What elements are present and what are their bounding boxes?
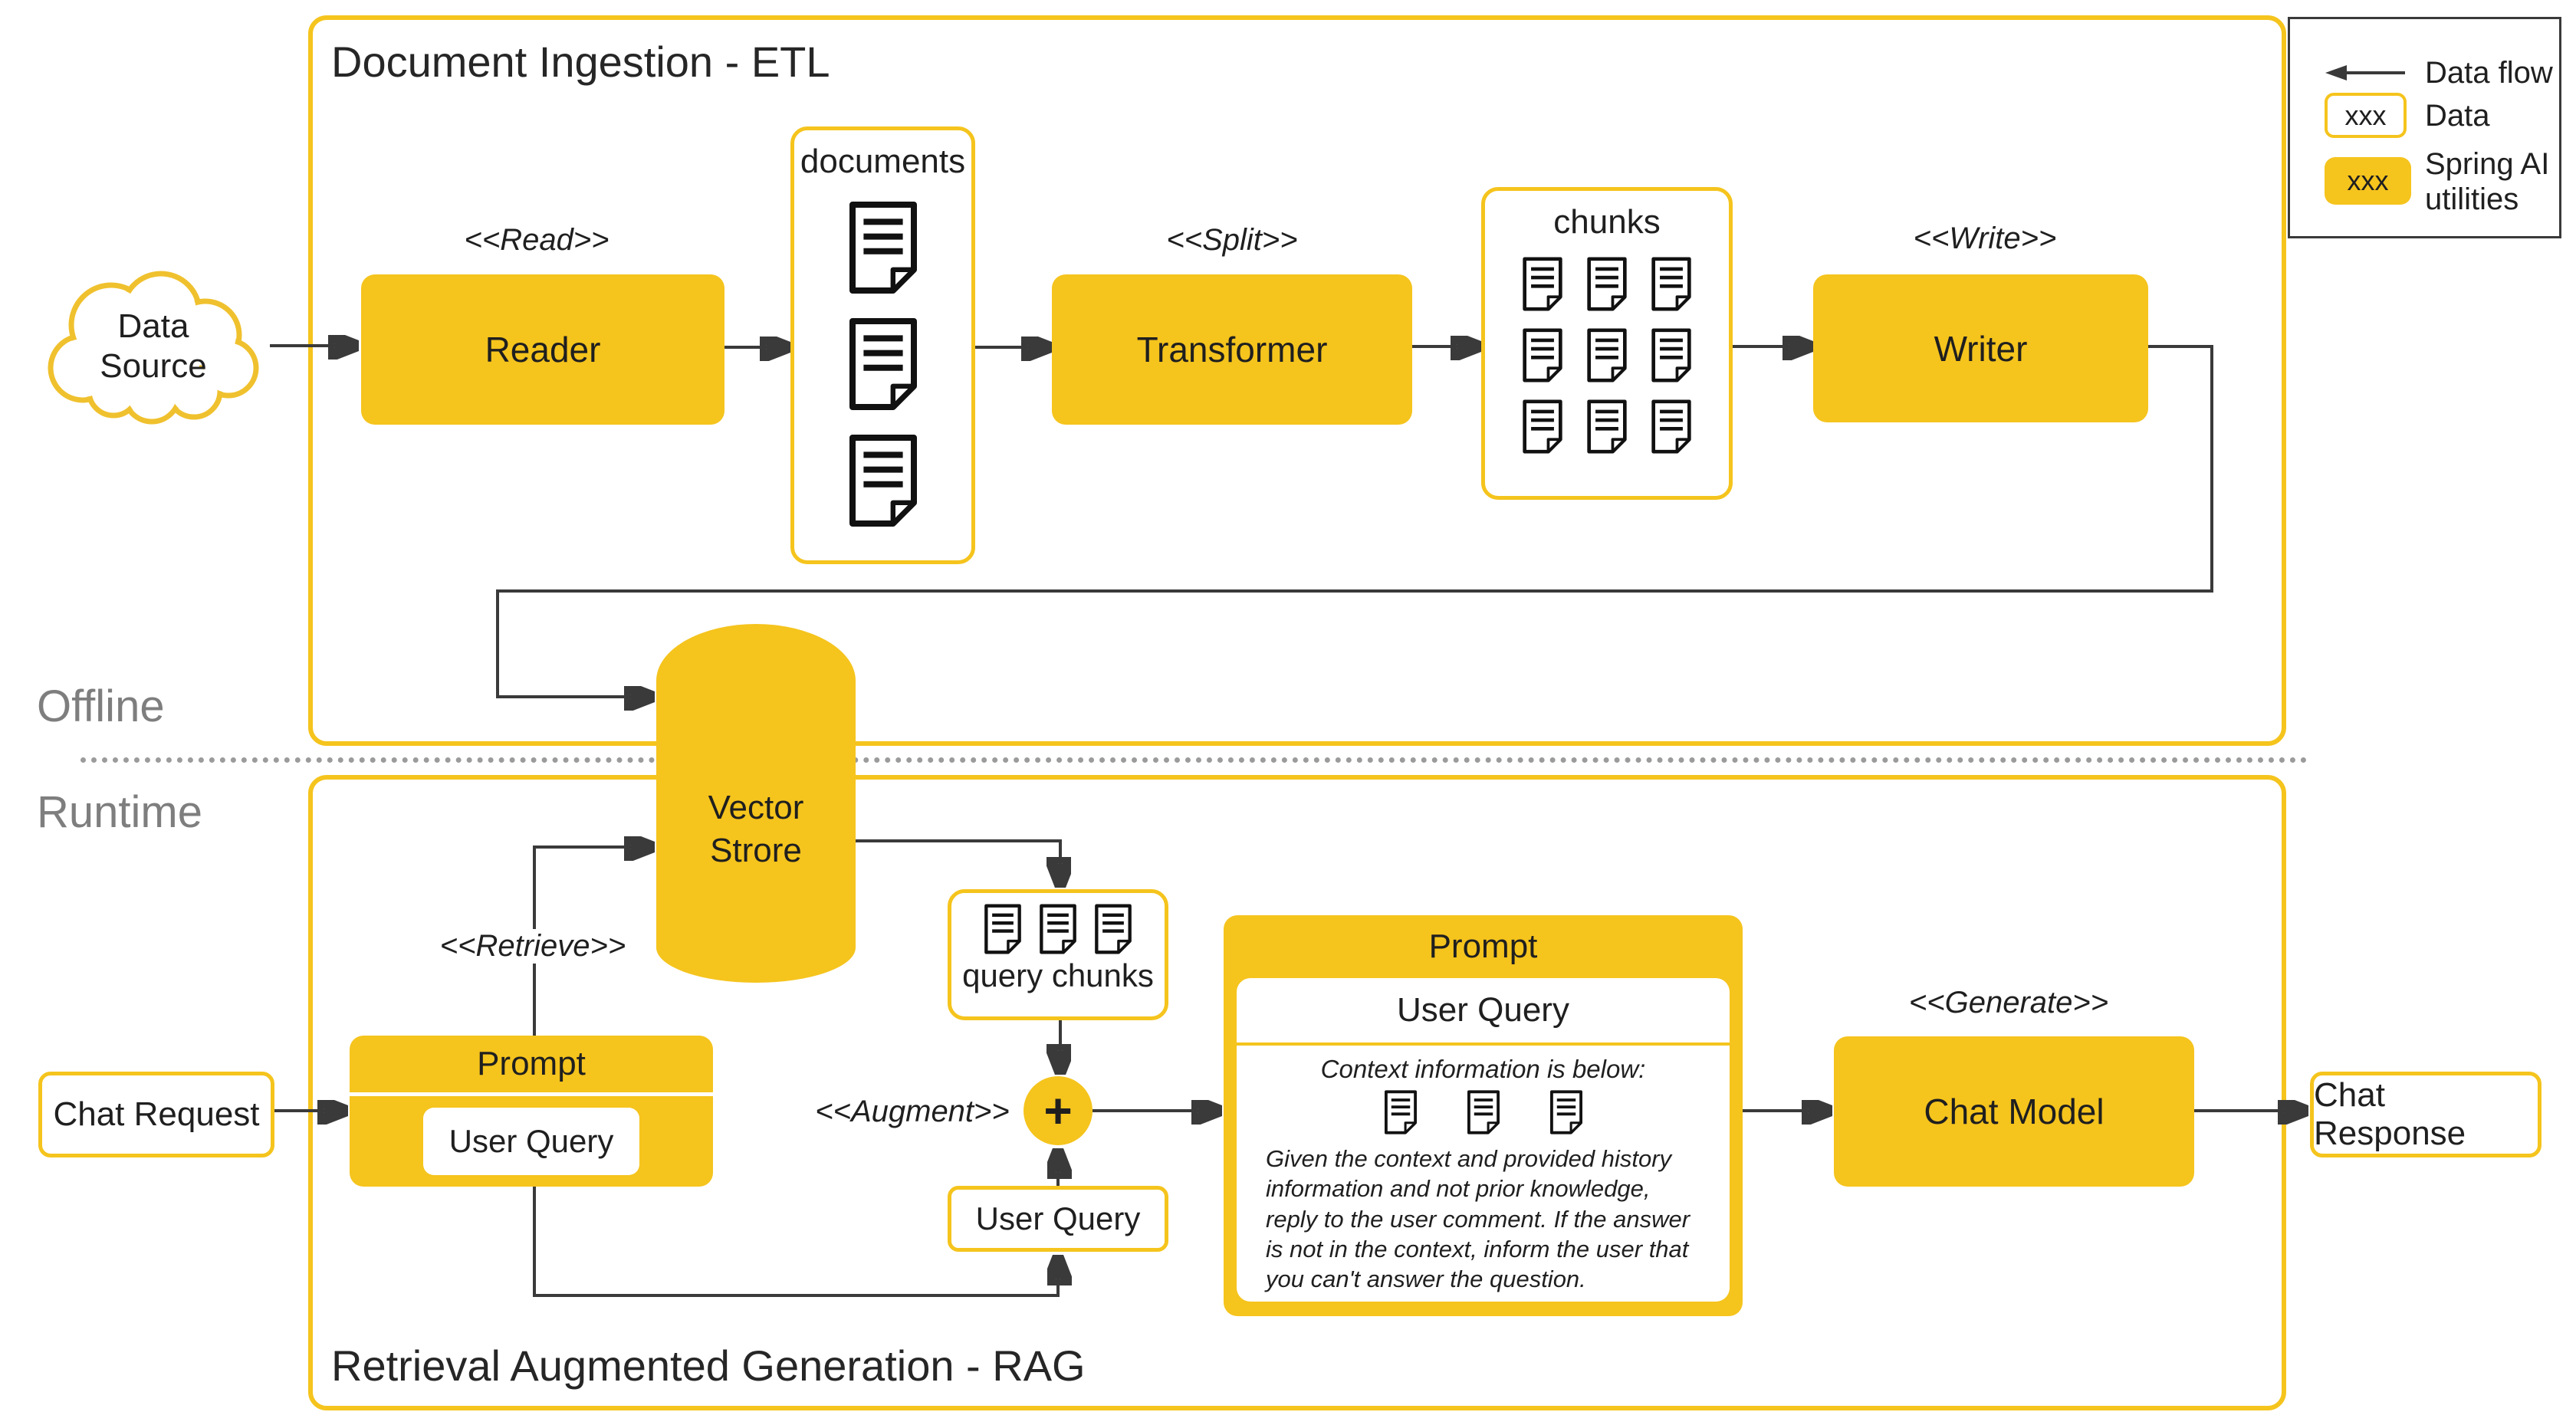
rag-title: Retrieval Augmented Generation - RAG	[331, 1341, 1086, 1390]
query-chunks-icons	[951, 904, 1165, 954]
documents-box: documents	[790, 126, 975, 564]
query-chunks-label: query chunks	[962, 957, 1154, 993]
big-prompt-context-heading: Context information is below:	[1320, 1055, 1646, 1083]
document-icon	[1467, 1090, 1500, 1134]
cloud-icon	[48, 271, 259, 425]
chat-request-box: Chat Request	[38, 1072, 274, 1157]
legend-data-sample: xxx	[2325, 93, 2407, 138]
big-prompt-box: Prompt User Query Context information is…	[1224, 915, 1743, 1316]
legend-spring-sample: xxx	[2325, 157, 2411, 205]
legend-spring-label: Spring AI utilities	[2425, 147, 2550, 216]
data-source-line2: Source	[100, 347, 207, 385]
vector-store-label-line1: Vector	[708, 789, 804, 826]
document-icon	[1521, 257, 1564, 311]
etl-container: Document Ingestion - ETL	[308, 15, 2286, 746]
retrieve-stereotype: <<Retrieve>>	[433, 929, 632, 964]
generate-stereotype: <<Generate>>	[1902, 986, 2115, 1020]
vector-store-label-line2: Strore	[710, 832, 802, 869]
big-prompt-user-query: User Query	[1237, 978, 1730, 1046]
runtime-section-label: Runtime	[37, 787, 202, 837]
split-stereotype: <<Split>>	[1160, 223, 1304, 258]
user-query-box: User Query	[948, 1186, 1168, 1252]
document-icon	[846, 434, 920, 527]
chat-model-box: Chat Model	[1834, 1036, 2194, 1187]
big-prompt-content: User Query Context information is below:…	[1237, 978, 1730, 1302]
big-prompt-context-icons	[1237, 1090, 1730, 1134]
big-prompt-title: Prompt	[1428, 928, 1538, 965]
data-source-line1: Data	[117, 307, 189, 345]
document-icon	[1521, 399, 1564, 454]
vector-store: Vector Strore	[656, 624, 856, 983]
offline-section-label: Offline	[37, 681, 165, 731]
offline-runtime-divider	[80, 757, 2308, 763]
reader-box: Reader	[361, 274, 724, 425]
document-icon	[1585, 328, 1628, 383]
document-icon	[1093, 904, 1133, 954]
legend: Data flow xxx Data xxx Spring AI utiliti…	[2288, 17, 2561, 238]
document-icon	[1650, 257, 1693, 311]
document-icon	[846, 201, 920, 294]
read-stereotype: <<Read>>	[458, 223, 616, 258]
document-icon	[1585, 399, 1628, 454]
document-icon	[1650, 328, 1693, 383]
legend-data-flow-label: Data flow	[2425, 56, 2553, 90]
transformer-box: Transformer	[1052, 274, 1412, 425]
write-stereotype: <<Write>>	[1907, 222, 2063, 256]
chunks-label: chunks	[1553, 203, 1661, 241]
document-icon	[1650, 399, 1693, 454]
document-icon	[1521, 328, 1564, 383]
document-icon	[983, 904, 1023, 954]
document-icon	[1038, 904, 1078, 954]
chunks-box: chunks	[1481, 187, 1733, 500]
document-icon	[1549, 1090, 1582, 1134]
documents-label: documents	[800, 143, 966, 180]
big-prompt-instructions: Given the context and provided history i…	[1266, 1145, 1691, 1293]
chunks-icons	[1485, 257, 1729, 454]
etl-title: Document Ingestion - ETL	[331, 38, 830, 86]
prompt-box-title: Prompt	[350, 1036, 713, 1096]
rag-container: Retrieval Augmented Generation - RAG	[308, 775, 2286, 1410]
data-flow-arrow-icon	[2325, 65, 2405, 80]
augment-plus-node: +	[1024, 1076, 1092, 1145]
query-chunks-box: query chunks	[948, 889, 1168, 1020]
writer-box: Writer	[1813, 274, 2148, 422]
legend-data-label: Data	[2425, 99, 2490, 133]
chat-response-box: Chat Response	[2310, 1072, 2542, 1157]
documents-icons	[794, 201, 971, 527]
prompt-user-query: User Query	[423, 1108, 639, 1175]
data-source-cloud: Data Source	[37, 268, 270, 425]
prompt-box: Prompt User Query	[350, 1036, 713, 1187]
augment-stereotype: <<Augment>>	[809, 1095, 1016, 1129]
document-icon	[846, 317, 920, 411]
document-icon	[1585, 257, 1628, 311]
data-source-label: Data Source	[37, 268, 270, 425]
document-icon	[1384, 1090, 1417, 1134]
